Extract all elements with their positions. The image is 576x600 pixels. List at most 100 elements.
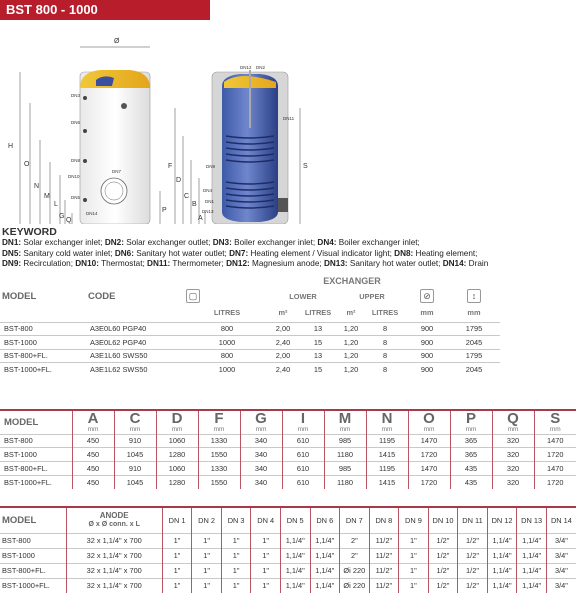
svg-text:DN4: DN4 [203,188,212,193]
dn-header: DN 11 [457,507,488,533]
table-cell: 1470 [407,433,450,448]
column-unit: mm [129,425,141,433]
lower-header: LOWER [289,291,317,301]
table-cell: 11/2" [368,547,399,563]
table-cell: 1415 [365,474,408,489]
svg-text:S: S [303,163,308,170]
column-letter: O [423,409,435,427]
table-cell: 320 [491,460,534,476]
table-cell: 1,1/4" [309,562,340,578]
unit-litres: LITRES [213,308,241,318]
height-icon: ↕ [467,289,481,303]
table-cell: 365 [449,433,492,448]
column-letter: I [300,409,306,427]
keyword-key: DN2: [104,238,124,247]
svg-text:M: M [44,193,50,200]
table-cell: 11/2" [368,532,399,548]
table-cell: 1060 [155,433,198,448]
keyword-desc: Magnesium anode; [249,259,324,269]
table-cell: 1/2" [427,532,458,548]
table-cell: 1" [161,562,192,578]
unit-litres-upper: LITRES [371,308,399,318]
keyword-line: DN9: Recirculation; DN10: Thermostat; DN… [2,259,576,270]
table-cell: A3E1L62 SWS50 [86,362,186,376]
table-cell: 8 [364,335,406,349]
table-cell: 2,40 [268,335,298,349]
table-cell: 340 [239,474,282,489]
keyword-desc: Recirculation; [21,259,76,269]
svg-text:H: H [8,143,13,150]
dn-header: DN 13 [516,507,547,533]
table-cell: 8 [364,321,406,336]
svg-text:C: C [184,193,189,200]
column-letter: N [381,409,393,427]
diameter-label: Ø [114,38,120,45]
keyword-desc: Sanitary hot water outlet; [133,248,230,258]
table-cell: 1,1/4" [516,532,547,548]
table-cell: 1" [398,547,429,563]
svg-text:B: B [192,201,197,208]
table-cell: 900 [406,335,448,349]
table-cell: 1,1/4" [486,577,517,593]
dn-header: DN 10 [427,507,458,533]
svg-text:DN12: DN12 [240,65,252,70]
table-cell: 450 [71,447,114,462]
dn-header: DN 2 [191,507,222,533]
table-cell: 1,1/4" [516,562,547,578]
column-letter: S [550,409,561,427]
svg-text:DN14: DN14 [86,211,98,216]
table-cell: BST-1000 [0,335,86,349]
keyword-key: DN13: [323,259,348,269]
svg-text:D: D [176,177,181,184]
svg-text:DN9: DN9 [206,164,215,169]
table-cell: 1/2" [427,577,458,593]
table-cell: 800 [186,348,268,363]
table-cell: 1,1/4" [309,547,340,563]
column-unit: mm [339,425,351,433]
keyword-key: DN10: [75,259,99,269]
table-cell: 450 [71,460,114,476]
keyword-desc: Boiler exchanger inlet; [231,238,318,247]
table-cell: 1" [161,547,192,563]
keyword-heading: KEYWORD [2,226,57,238]
keyword-desc: Drain [466,259,489,269]
table-cell: 8 [364,362,406,376]
svg-text:DN3: DN3 [71,93,80,98]
keyword-desc: Boiler exchanger inlet; [336,238,420,247]
diameter-icon: ⊘ [420,289,434,303]
table-cell: BST-800+FL. [0,348,86,363]
table-cell: 1280 [155,447,198,462]
table-cell: 320 [491,433,534,448]
dn-header: DN 1 [161,507,192,533]
table-cell: BST-800+FL. [0,562,67,578]
table-cell: Øi 220 [339,562,370,578]
table-cell: 1" [250,532,281,548]
column-unit: mm [381,425,393,433]
column-unit: mm [465,425,477,433]
svg-text:DN13: DN13 [202,209,214,214]
table-cell: 1,1/4" [486,532,517,548]
svg-text:DN5: DN5 [71,195,80,200]
column-letter: C [129,409,141,427]
table-cell: 1" [220,562,251,578]
table-cell: 1" [250,547,281,563]
column-unit: mm [507,425,519,433]
svg-text:N: N [34,183,39,190]
table-cell: 1195 [365,433,408,448]
table-cell: BST-1000+FL. [0,474,72,489]
keyword-line: DN1: Solar exchanger inlet; DN2: Solar e… [2,238,576,249]
table-cell: 8 [364,348,406,363]
table-cell: 1" [191,577,222,593]
model-header: MODEL [2,514,37,526]
table-cell: 1720 [533,447,576,462]
